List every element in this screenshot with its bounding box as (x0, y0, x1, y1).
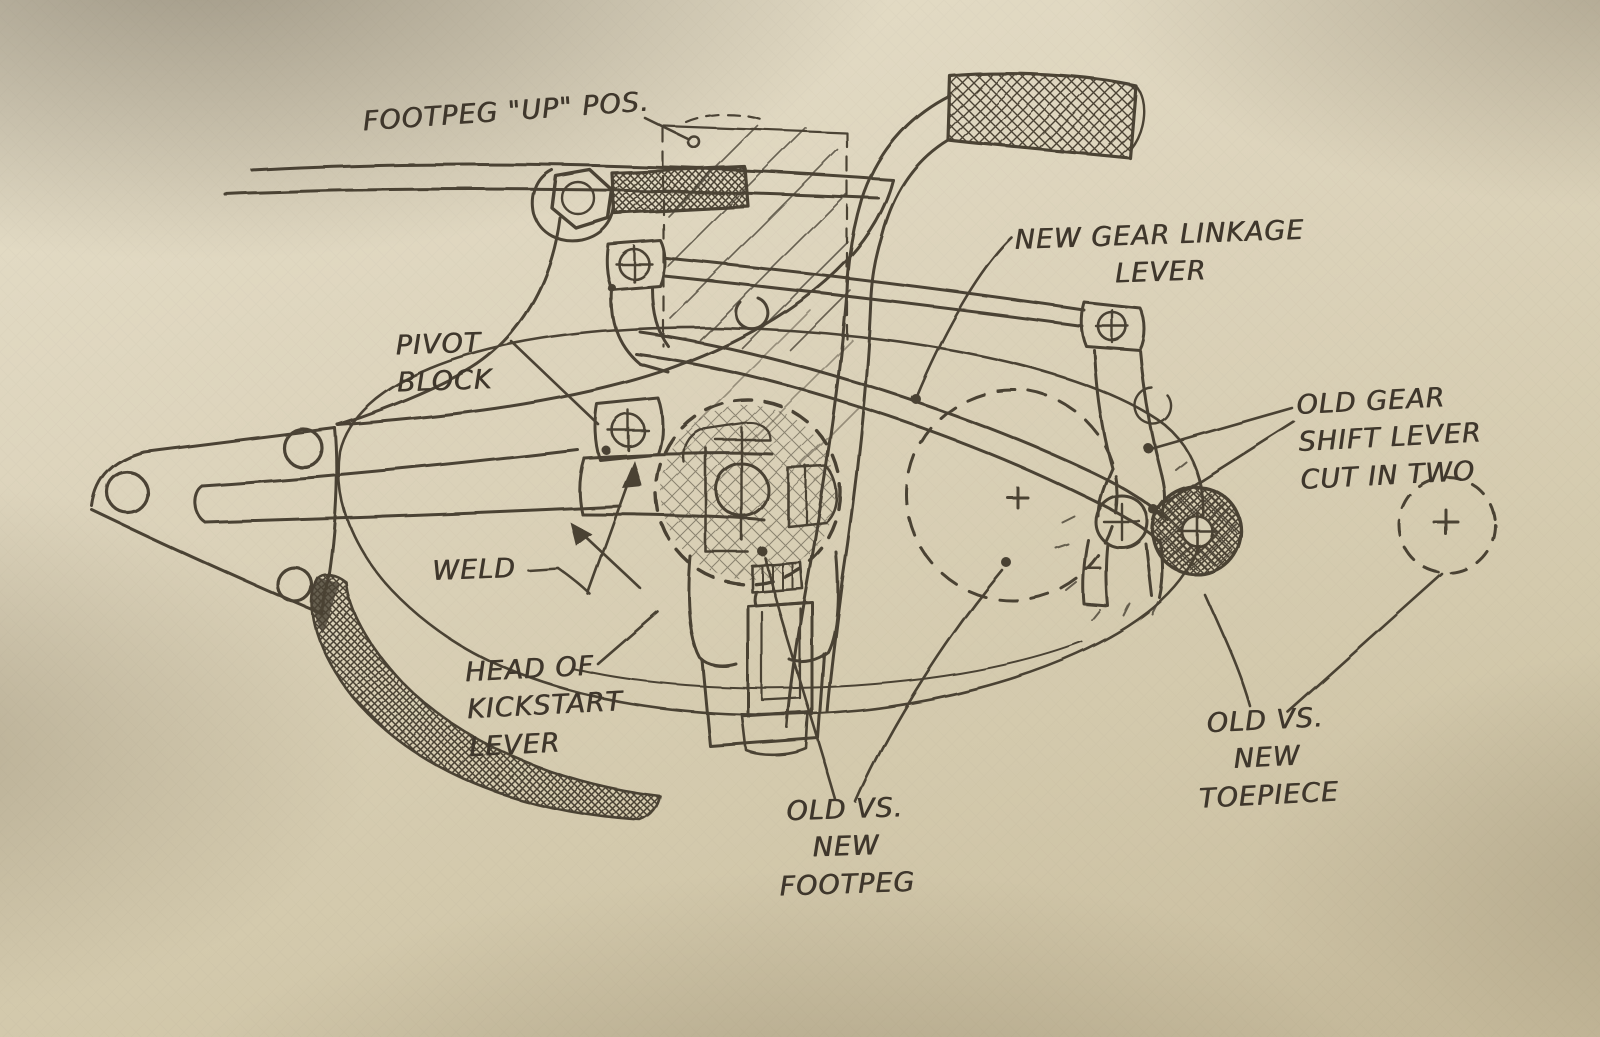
new-footpeg (686, 550, 840, 756)
weld-joints (526, 460, 642, 596)
annotation-leaders (510, 116, 1444, 804)
label-pivot-block: PIVOT BLOCK (395, 327, 493, 399)
case-screw-detail (1133, 386, 1173, 426)
label-old-vs-new-footpeg: OLD VS. NEW FOOTPEG (778, 792, 916, 902)
lever-clamp (1094, 494, 1150, 550)
label-head-of-kickstart: HEAD OF KICKSTART LEVER (464, 650, 624, 763)
old-toepiece-dashed-outline (1397, 475, 1497, 575)
phillips-screw (1094, 308, 1130, 344)
old-footpeg-position-right (905, 388, 1119, 602)
label-old-gear-shift-lever: OLD GEAR SHIFT LEVER CUT IN TWO (1295, 382, 1483, 496)
hex-bolt (550, 168, 614, 230)
label-old-vs-new-toepiece: OLD VS. NEW TOEPIECE (1198, 702, 1340, 815)
kickstart-lever-grip (946, 72, 1145, 160)
plate-hole (282, 427, 324, 469)
phillips-screw (614, 244, 654, 284)
leader-dot (1143, 443, 1153, 453)
frame-crescent-section (310, 573, 662, 822)
phillips-screw (1176, 510, 1218, 552)
old-footpeg-dashed-outline (654, 398, 842, 586)
footpeg-up-hatched (610, 165, 750, 215)
plate-hole (276, 566, 314, 604)
frame-tube (223, 162, 895, 427)
mounting-plate (90, 426, 339, 616)
new-gear-linkage-lever (634, 330, 1170, 542)
label-weld: WELD (431, 552, 517, 587)
linkage-bracket-upper (605, 238, 670, 374)
cut-tick-marks (1055, 461, 1187, 621)
new-toepiece (1151, 485, 1243, 577)
leader-dot (1149, 505, 1159, 515)
old-position-cross-marks (1432, 508, 1460, 536)
kickstart-lever-shaft (785, 94, 952, 729)
leader-dot (687, 135, 701, 149)
leader-dot (911, 394, 921, 404)
old-position-cross-marks (1005, 485, 1029, 509)
crescent-dark-tip (312, 577, 341, 633)
phillips-screw (606, 408, 650, 452)
plate-hole (105, 470, 149, 514)
leader-dot (757, 546, 767, 556)
label-new-gear-linkage-lever: NEW GEAR LINKAGE LEVER (1014, 214, 1305, 290)
leader-dot (1001, 557, 1011, 567)
linkage-rod (662, 256, 1086, 328)
